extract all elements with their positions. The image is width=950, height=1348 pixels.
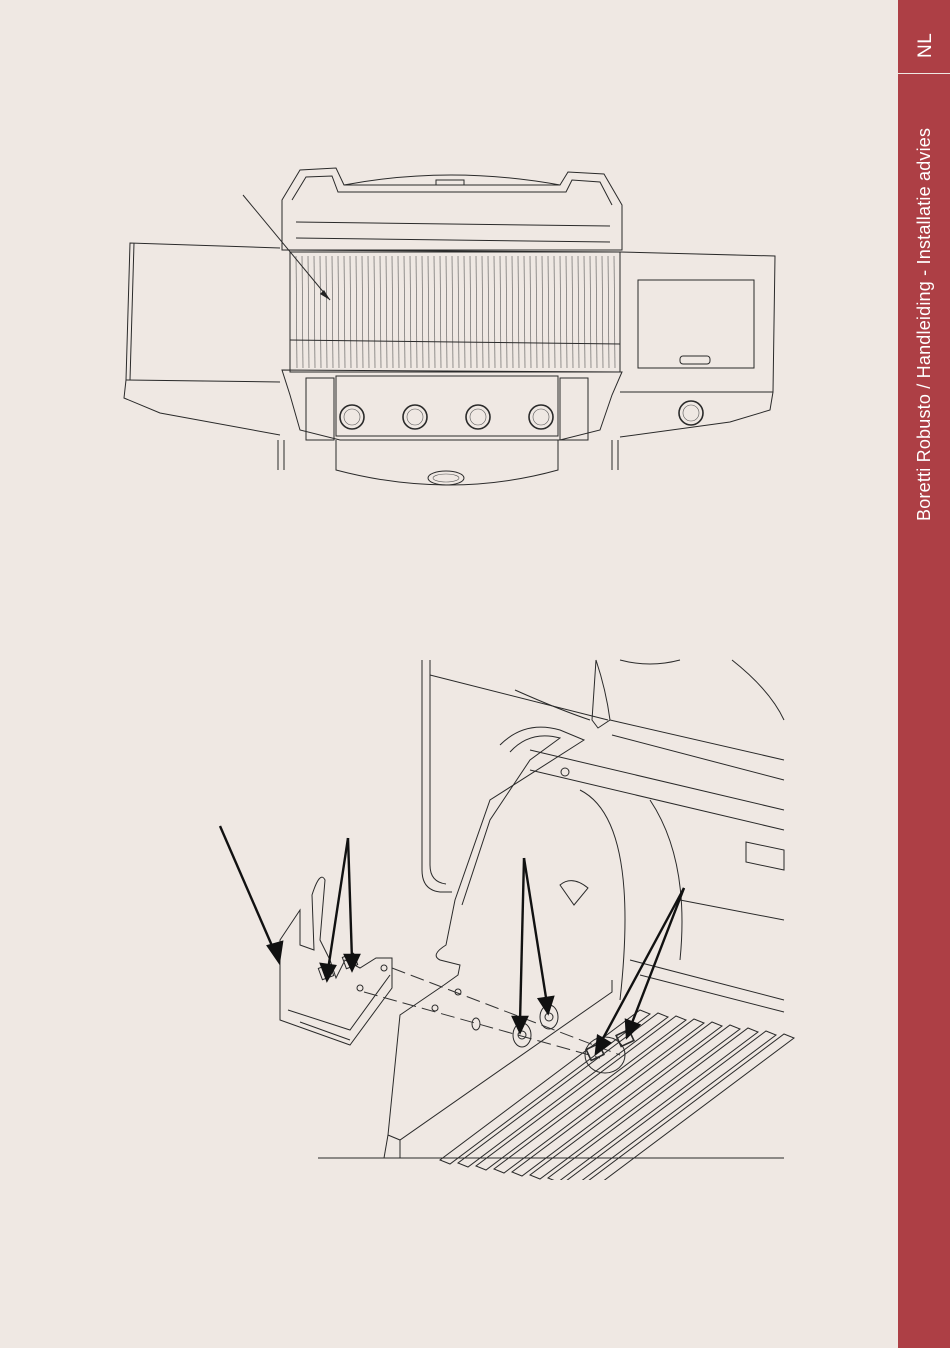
language-label: NL <box>915 33 937 58</box>
grill-top-view-illustration <box>0 0 898 560</box>
side-bracket-plate <box>384 727 612 1158</box>
document-title: Boretti Robusto / Handleiding - Installa… <box>914 128 935 521</box>
grill-body-detail <box>422 660 784 1012</box>
rotisserie-bracket-detail-illustration <box>0 640 898 1180</box>
callout-arrows <box>220 826 684 1053</box>
right-side-shelf <box>620 252 775 437</box>
control-panel <box>278 370 622 485</box>
grill-lid <box>282 168 622 252</box>
left-side-shelf <box>124 243 280 435</box>
sidebar-divider <box>898 73 950 74</box>
rotisserie-holder-part <box>280 877 392 1045</box>
cooking-grates <box>296 256 615 368</box>
assembly-guide-line <box>392 968 620 1055</box>
control-knobs <box>340 401 703 429</box>
